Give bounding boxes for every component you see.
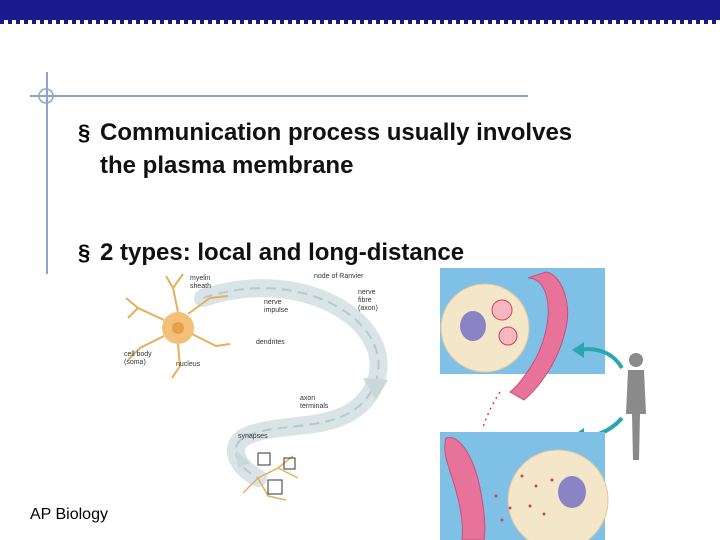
vertical-rule — [46, 72, 48, 274]
label-fibre: fibre — [358, 297, 372, 304]
label-impulse: impulse — [264, 307, 288, 314]
bullet-text-types: 2 types: local and long-distance — [100, 239, 465, 266]
label-cell-body: cell body — [124, 351, 152, 358]
horizontal-rule — [30, 95, 528, 97]
label-nerve-impulse-1: nerve — [264, 299, 282, 306]
label-nucleus: nucleus — [176, 361, 201, 368]
label-sheath: sheath — [190, 283, 211, 290]
label-myelin: myelin — [190, 275, 210, 282]
label-terminals: terminals — [300, 403, 329, 410]
label-axon: (axon) — [358, 305, 378, 312]
label-node: node of Ranvier — [314, 273, 364, 280]
label-nerve-fibre-1: nerve — [358, 289, 376, 296]
bullet-text-communication: Communication process usually involves t… — [100, 119, 573, 179]
hormone-diagram — [440, 268, 646, 540]
bullet-icon: § — [78, 120, 91, 145]
header-checker-strip — [0, 20, 720, 24]
label-soma: (soma) — [124, 359, 146, 366]
bullet-icon: § — [78, 240, 91, 265]
label-synapses: synapses — [238, 433, 268, 440]
footer-course-label: AP Biology — [30, 506, 108, 523]
label-dendrites: dendrites — [256, 339, 285, 346]
header-bar — [0, 0, 720, 20]
label-axon-terminals-1: axon — [300, 395, 315, 402]
crosshair-icon — [38, 88, 54, 104]
neuron-diagram: myelin sheath node of Ranvier nerve impu… — [124, 273, 388, 501]
